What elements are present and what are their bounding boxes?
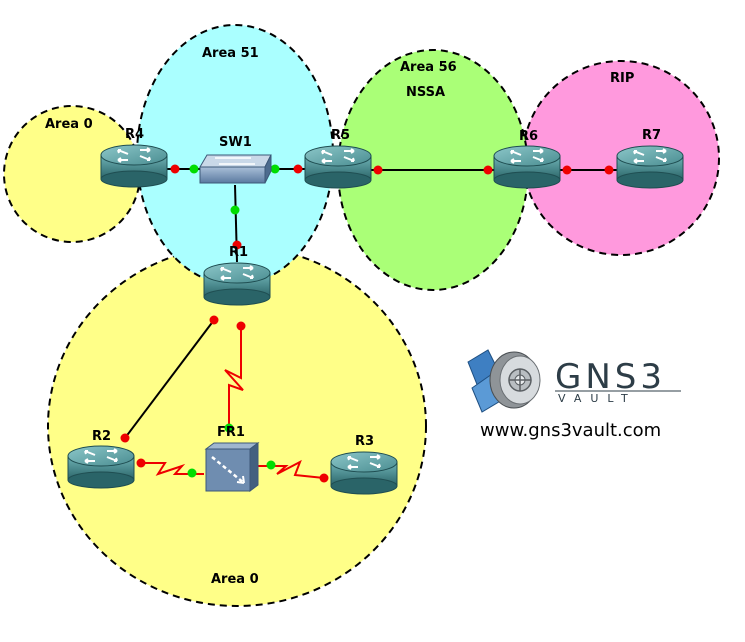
status-dot — [319, 473, 329, 483]
r6-label: R6 — [519, 129, 538, 144]
gns3-vault-logo: GNS3 VAULT www.gns3vault.com — [467, 349, 681, 441]
status-dot — [266, 460, 276, 470]
serial-r2-fr1 — [141, 462, 204, 476]
status-dot — [483, 165, 493, 175]
serial-fr1-r3 — [257, 459, 325, 479]
serial-r1-fr1 — [224, 326, 244, 428]
status-dot — [170, 164, 180, 174]
r1-router-icon[interactable] — [203, 262, 271, 306]
gns3-logo-text: GNS3 — [555, 357, 666, 397]
status-dot — [236, 321, 246, 331]
r7-router-icon[interactable] — [616, 145, 684, 189]
r2-router-icon[interactable] — [67, 445, 135, 489]
r3-label: R3 — [355, 434, 374, 449]
area-0-left-label: Area 0 — [45, 117, 93, 132]
status-dot — [270, 164, 280, 174]
status-dot — [224, 423, 234, 433]
fr1-frame-relay-icon[interactable] — [204, 442, 260, 492]
area-51-label: Area 51 — [202, 46, 259, 61]
vault-icon — [467, 349, 541, 413]
r7-label: R7 — [642, 128, 661, 143]
interface-dots — [120, 164, 614, 483]
r5-router-icon[interactable] — [304, 145, 372, 189]
status-dot — [373, 165, 383, 175]
gns3vault-url[interactable]: www.gns3vault.com — [480, 420, 661, 441]
r2-label: R2 — [92, 429, 111, 444]
area-56-label: Area 56 — [400, 60, 457, 75]
r3-router-icon[interactable] — [330, 451, 398, 495]
r6-router-icon[interactable] — [493, 145, 561, 189]
status-dot — [232, 240, 242, 250]
r5-label: R5 — [331, 128, 350, 143]
fr1-label: FR1 — [217, 425, 245, 440]
status-dot — [120, 433, 130, 443]
status-dot — [562, 165, 572, 175]
status-dot — [209, 315, 219, 325]
status-dot — [293, 164, 303, 174]
r1-label: R1 — [229, 245, 248, 260]
r4-label: R4 — [125, 127, 144, 142]
status-dot — [136, 458, 146, 468]
r4-router-icon[interactable] — [100, 144, 168, 188]
status-dot — [230, 205, 240, 215]
sw1-switch-icon[interactable] — [199, 154, 272, 184]
link-r1-r2 — [124, 319, 215, 439]
status-dot — [187, 468, 197, 478]
rip-label: RIP — [610, 71, 634, 86]
area-0-bottom-label: Area 0 — [211, 572, 259, 587]
nssa-label: NSSA — [406, 85, 445, 100]
vault-logo-text: VAULT — [558, 392, 637, 405]
sw1-label: SW1 — [219, 135, 252, 150]
status-dot — [189, 164, 199, 174]
status-dot — [604, 165, 614, 175]
